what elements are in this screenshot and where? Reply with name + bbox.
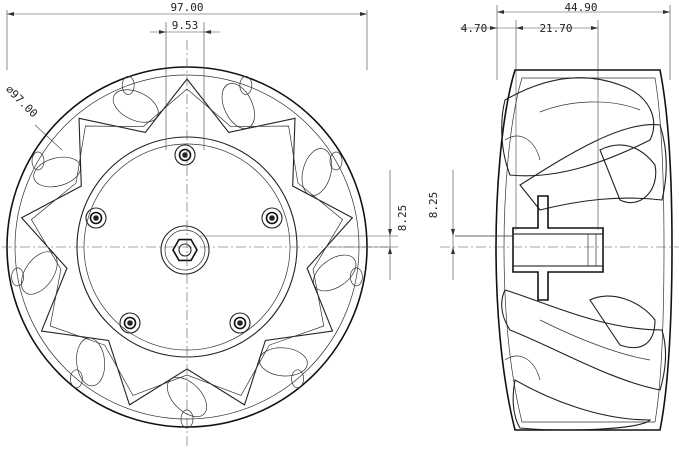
roller-end-cap — [239, 76, 253, 95]
side-rollers — [501, 77, 667, 431]
roller-outline — [313, 254, 357, 292]
front-dim-axis-offset: 8.25 — [396, 205, 409, 232]
bolt-top — [174, 144, 196, 166]
side-dim-left-offset: 4.70 — [461, 22, 488, 35]
roller-outline — [301, 148, 333, 196]
side-hub-section — [512, 195, 604, 301]
roller-end-cap — [121, 76, 135, 95]
side-dim-hub-width: 21.70 — [539, 22, 572, 35]
side-dim-overall-width: 44.90 — [564, 1, 597, 14]
side-dim-axis-offset: 8.25 — [427, 192, 440, 219]
roller-end-cap — [350, 267, 363, 287]
roller-end-cap — [31, 151, 45, 171]
front-central-boss — [160, 225, 210, 275]
side-inner-body — [503, 77, 665, 423]
side-view: 44.90 4.70 21.70 8.25 — [427, 1, 679, 431]
bolt-right — [261, 207, 283, 229]
front-dim-overall-width: 97.00 — [170, 1, 203, 14]
bolt-bottom-left — [119, 312, 141, 334]
front-bolts — [85, 144, 283, 334]
side-outer-body — [495, 69, 673, 431]
front-star-hub-inner — [30, 88, 344, 396]
front-dim-hub-offset: 9.53 — [172, 19, 199, 32]
roller-end-cap — [329, 151, 343, 171]
roller-end-cap — [70, 369, 83, 389]
front-dim-diameter: ⌀97.00 — [3, 83, 40, 120]
roller-end-cap — [11, 267, 24, 287]
bolt-left — [85, 207, 107, 229]
roller-outline — [33, 156, 81, 188]
roller-end-cap — [291, 369, 304, 389]
bolt-bottom-right — [229, 312, 251, 334]
front-view: 97.00 9.53 ⌀97.00 8.25 — [2, 1, 409, 448]
roller-outline — [221, 83, 255, 129]
front-roller-ring — [11, 76, 363, 429]
